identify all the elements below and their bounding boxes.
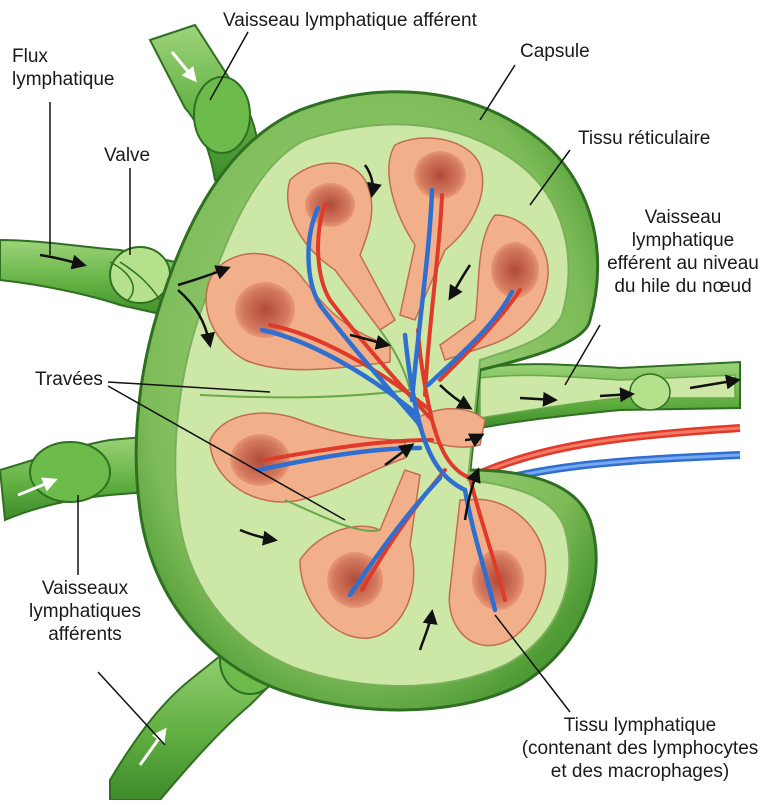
label-tissu-reticulaire: Tissu réticulaire: [578, 128, 711, 149]
label-efferent-line-4: du hile du nœud: [614, 276, 752, 297]
label-tissu-line-3: et des macrophages): [550, 761, 730, 782]
label-flux-line-2: lymphatique: [12, 69, 115, 90]
label-flux-line-1: Flux: [12, 46, 48, 67]
cortical-lobules: [205, 137, 549, 647]
label-efferent-line-1: Vaisseau: [644, 207, 722, 228]
afferent-vessel-left: [0, 238, 180, 320]
leader-lines: [49, 31, 601, 746]
efferent-vessel: [469, 360, 741, 432]
label-flux-lymphatique: Flux lymphatique: [12, 45, 114, 91]
label-tissu-lymphatique: Tissu lymphatique (contenant des lymphoc…: [505, 714, 775, 783]
label-afferents-line-3: afférents: [48, 624, 122, 645]
afferent-vessel-lower-left: [0, 433, 174, 522]
label-tissu-line-1: Tissu lymphatique: [563, 715, 717, 736]
label-valve: Valve: [104, 145, 151, 166]
label-vaisseaux-afferents: Vaisseaux lymphatiques afférents: [10, 577, 160, 646]
lymph-flow-arrows: [39, 164, 485, 651]
label-tissu-line-2: (contenant des lymphocytes: [521, 738, 759, 759]
label-capsule: Capsule: [520, 41, 590, 62]
label-vaisseau-afferent: Vaisseau lymphatique afférent: [223, 10, 477, 31]
label-efferent-line-3: efférent au niveau: [607, 253, 759, 274]
label-afferents-line-2: lymphatiques: [29, 601, 141, 622]
label-travees: Travées: [35, 369, 103, 390]
label-afferents-line-1: Vaisseaux: [41, 578, 129, 599]
label-efferent-line-2: lymphatique: [631, 230, 735, 251]
afferent-vessel-top: [148, 23, 259, 182]
label-vaisseau-efferent: Vaisseau lymphatique efférent au niveau …: [588, 206, 778, 298]
